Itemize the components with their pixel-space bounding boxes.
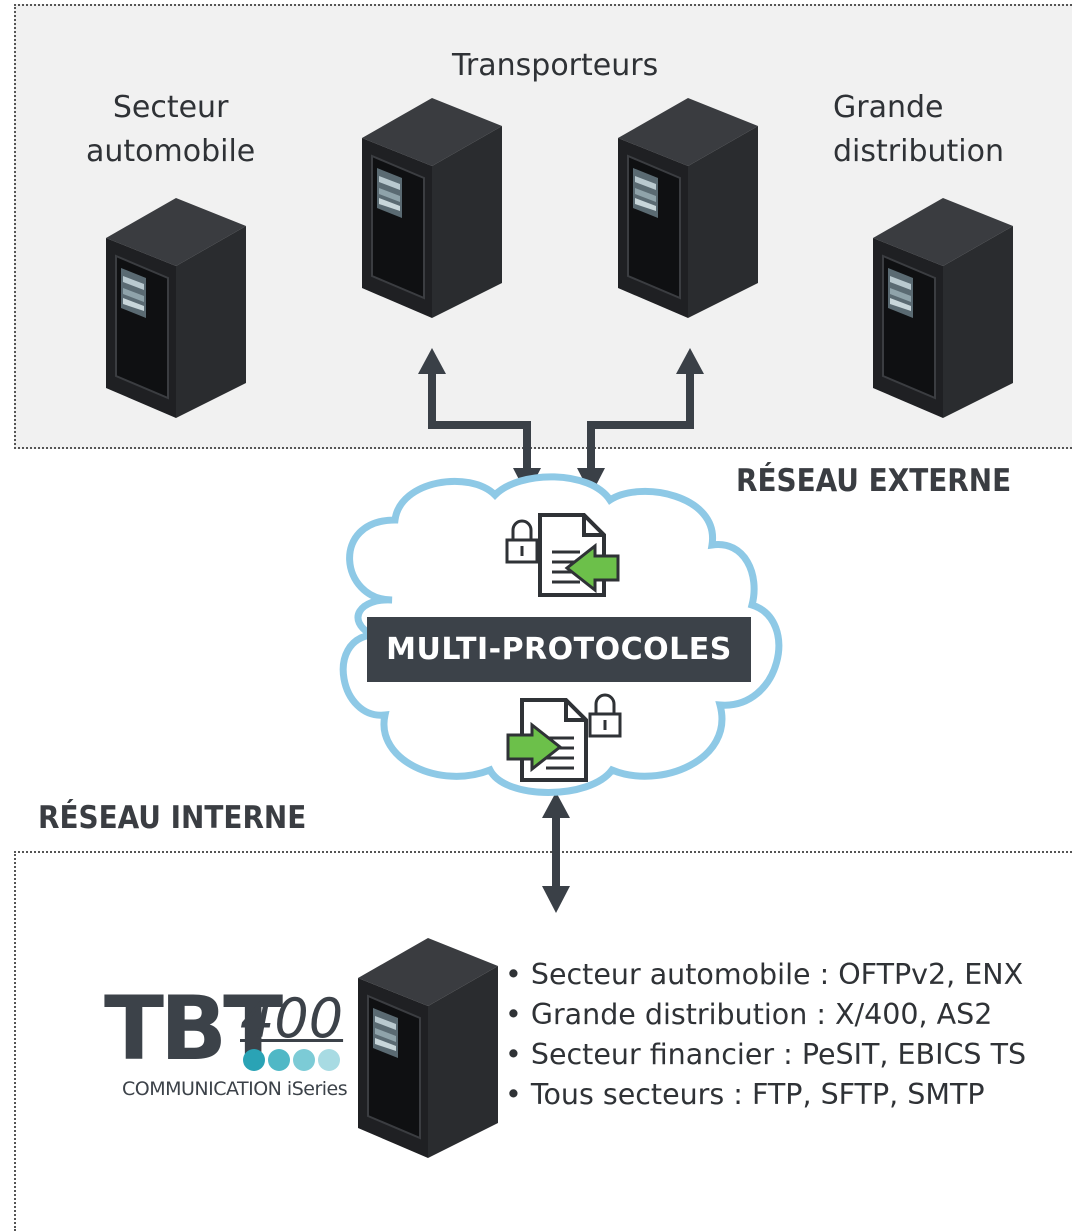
logo-dot (293, 1049, 315, 1071)
protocol-list: Secteur automobile : OFTPv2, ENX Grande … (505, 955, 1026, 1115)
logo-dot (268, 1049, 290, 1071)
transporters-label: Transporteurs (452, 48, 659, 83)
arrow-icon (428, 370, 531, 472)
arrow-icon (506, 721, 563, 773)
protocol-item: Grande distribution : X/400, AS2 (505, 995, 1026, 1035)
automotive-label-line1: Secteur (112, 90, 229, 125)
retail-label-line1: Grande (833, 90, 944, 125)
internal-network-zone (14, 851, 1072, 1231)
protocol-item: Secteur automobile : OFTPv2, ENX (505, 955, 1026, 995)
arrow-icon (564, 542, 620, 594)
internal-network-title: RÉSEAU INTERNE (38, 800, 307, 836)
automotive-label: Secteur automobile (86, 86, 255, 174)
lock-icon (505, 519, 539, 564)
automotive-label-line2: automobile (86, 134, 256, 169)
external-network-title: RÉSEAU EXTERNE (736, 463, 1012, 499)
logo-dot (318, 1049, 340, 1071)
retail-label: Grande distribution (833, 86, 1004, 174)
protocol-item: Tous secteurs : FTP, SFTP, SMTP (505, 1075, 1026, 1115)
brand-tagline: COMMUNICATION iSeries (122, 1078, 348, 1100)
multi-protocol-banner: MULTI-PROTOCOLES (367, 617, 751, 682)
brand-version: 400 (240, 987, 344, 1050)
lock-icon (588, 693, 622, 738)
server-icon (358, 937, 498, 1159)
retail-label-line2: distribution (833, 134, 1004, 169)
protocol-item: Secteur financier : PeSIT, EBICS TS (505, 1035, 1026, 1075)
logo-dot (243, 1049, 265, 1071)
arrow-icon (587, 370, 694, 472)
